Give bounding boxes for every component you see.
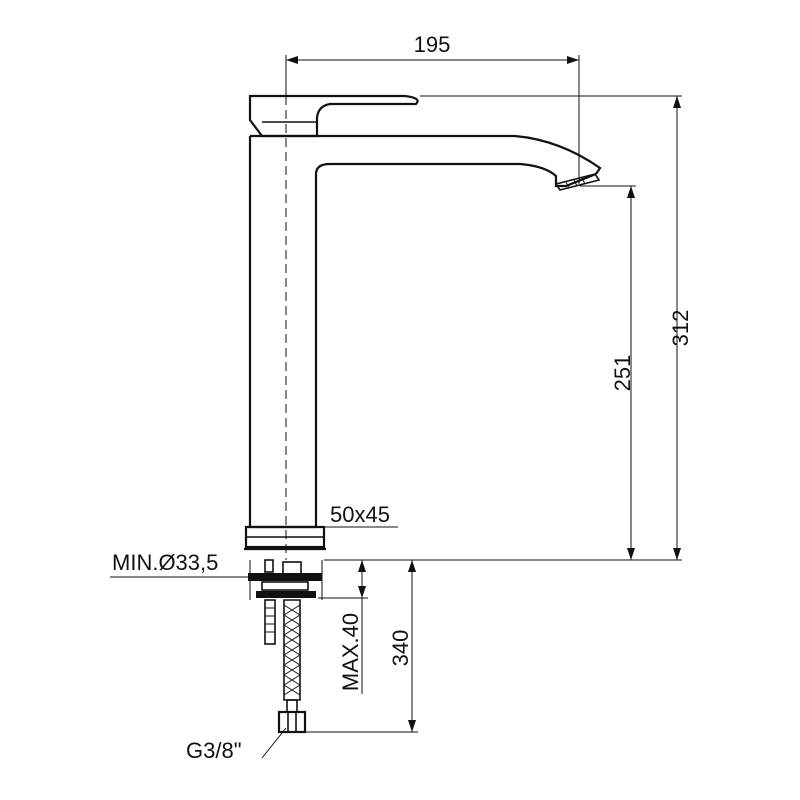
dimension-hole-min: MIN.Ø33,5	[110, 550, 323, 600]
spout-height-label: 251	[610, 355, 635, 392]
dimension-total-height: 312	[324, 95, 693, 561]
aerator	[554, 173, 601, 191]
threaded-rod	[264, 599, 276, 645]
faucet-body	[244, 94, 602, 560]
faucet-column	[248, 136, 597, 529]
dimension-spout-reach: 195	[285, 32, 580, 184]
lever-handle	[248, 94, 419, 138]
hose-connector-top	[282, 561, 302, 575]
dimension-thread: G3/8"	[186, 727, 287, 763]
washer-top	[248, 573, 322, 581]
total-height-label: 312	[668, 310, 693, 347]
dimension-spout-height: 251	[580, 185, 636, 560]
braided-hose	[283, 599, 301, 701]
dimension-hose-length: 340	[305, 560, 418, 733]
spout-top-edge	[250, 134, 602, 175]
deck-max-label: MAX.40	[338, 613, 363, 691]
base-size-label: 50x45	[330, 502, 390, 527]
spout-reach-label: 195	[414, 32, 451, 57]
dimension-deck-max: MAX.40	[318, 560, 368, 694]
hose-nut	[277, 710, 307, 734]
mounting-hardware	[248, 559, 322, 734]
hose-length-label: 340	[388, 630, 413, 667]
thread-label: G3/8"	[186, 738, 242, 763]
washer-bottom	[256, 591, 316, 598]
dimension-base-size: 50x45	[316, 502, 398, 528]
hole-min-label: MIN.Ø33,5	[112, 550, 218, 575]
